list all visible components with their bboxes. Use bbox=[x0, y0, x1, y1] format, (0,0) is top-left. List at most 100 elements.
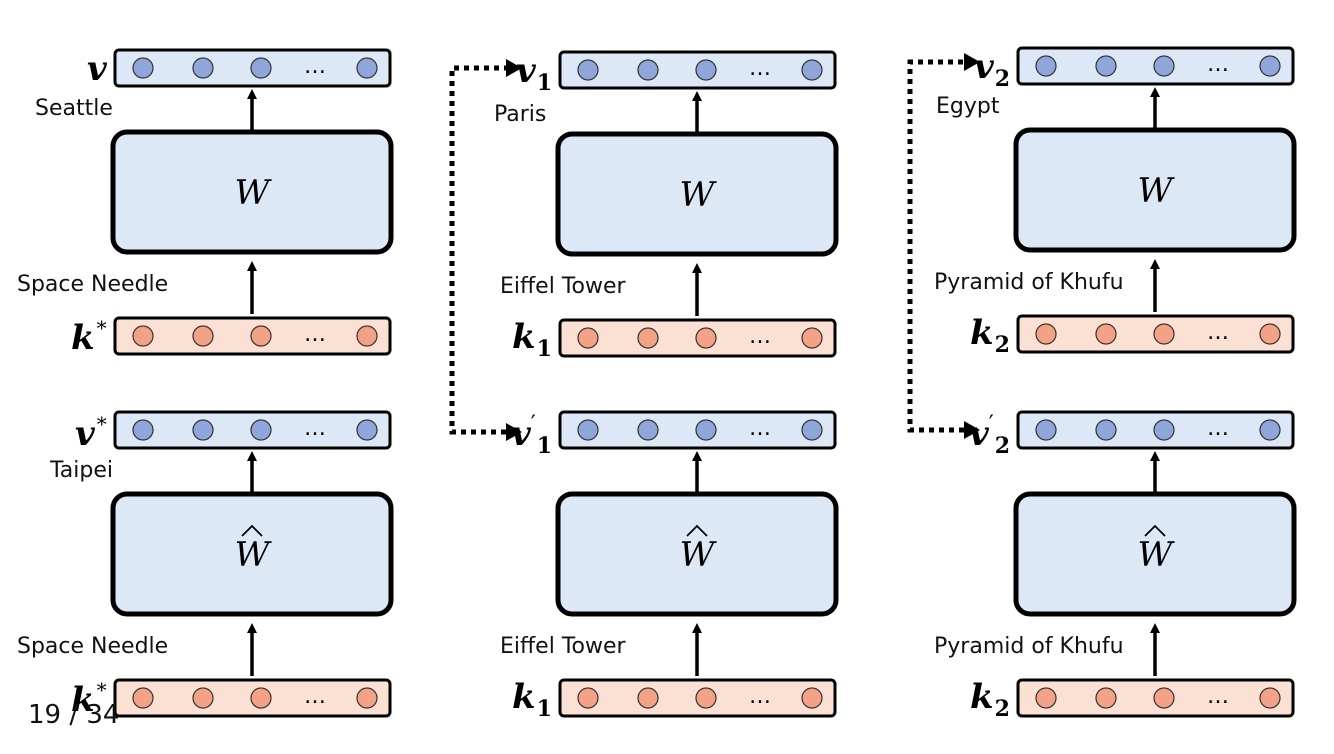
vector-dot bbox=[1153, 55, 1175, 77]
vector-dot bbox=[577, 687, 599, 709]
key-vector: … bbox=[1016, 314, 1295, 354]
ellipsis: … bbox=[304, 54, 326, 79]
vector-dot bbox=[695, 687, 717, 709]
vector-dot bbox=[577, 419, 599, 441]
value-symbol: v* bbox=[75, 412, 107, 454]
vector-dot bbox=[695, 327, 717, 349]
value-vector: … bbox=[1016, 410, 1295, 450]
ellipsis: … bbox=[1207, 416, 1229, 441]
value-vector: … bbox=[558, 410, 837, 450]
vector-dot bbox=[356, 419, 378, 441]
value-symbol: v2 bbox=[974, 47, 1011, 92]
vector-dot bbox=[1035, 55, 1057, 77]
value-label: Seattle bbox=[35, 96, 113, 121]
vector-dot bbox=[1153, 323, 1175, 345]
vector-dot bbox=[695, 59, 717, 81]
value-symbol: v1 bbox=[516, 51, 553, 96]
key-vector: … bbox=[1016, 678, 1295, 718]
vector-dot bbox=[801, 687, 823, 709]
vector-dot bbox=[1035, 323, 1057, 345]
value-label: Paris bbox=[494, 102, 547, 127]
key-symbol: k2 bbox=[970, 677, 1010, 722]
vector-dot bbox=[250, 325, 272, 347]
connector-arrowhead bbox=[506, 423, 522, 441]
key-vector: … bbox=[558, 678, 837, 718]
value-symbol: v′2 bbox=[969, 412, 1011, 459]
dotted-connector bbox=[449, 65, 506, 435]
key-vector: … bbox=[558, 318, 837, 358]
key-label: Eiffel Tower bbox=[500, 274, 626, 299]
edited-weight-matrix: W bbox=[1013, 491, 1297, 617]
weight-matrix: W bbox=[110, 129, 394, 255]
key-label: Pyramid of Khufu bbox=[934, 270, 1124, 295]
matrix-label: W bbox=[680, 175, 718, 215]
vector-dot bbox=[1153, 687, 1175, 709]
matrix-label: W bbox=[1138, 171, 1176, 211]
vector-dot bbox=[1035, 687, 1057, 709]
vector-dot bbox=[801, 419, 823, 441]
vector-dot bbox=[192, 419, 214, 441]
ellipsis: … bbox=[1207, 684, 1229, 709]
vector-dot bbox=[250, 687, 272, 709]
vector-dot bbox=[801, 327, 823, 349]
vector-dot bbox=[577, 59, 599, 81]
hat-accent bbox=[241, 524, 263, 537]
key-vector: … bbox=[113, 678, 392, 718]
hat-accent bbox=[1144, 524, 1166, 537]
weight-matrix: W bbox=[555, 131, 839, 257]
vector-dot bbox=[1259, 55, 1281, 77]
weight-matrix: W bbox=[1013, 127, 1297, 253]
hat-accent bbox=[686, 524, 708, 537]
vector-dot bbox=[132, 57, 154, 79]
value-vector: … bbox=[1016, 46, 1295, 86]
edited-weight-matrix: W bbox=[110, 491, 394, 617]
ellipsis: … bbox=[749, 324, 771, 349]
key-label: Space Needle bbox=[17, 272, 169, 297]
vector-dot bbox=[637, 327, 659, 349]
vector-dot bbox=[1259, 323, 1281, 345]
value-symbol: v bbox=[87, 49, 107, 89]
ellipsis: … bbox=[1207, 320, 1229, 345]
vector-dot bbox=[132, 325, 154, 347]
vector-dot bbox=[192, 325, 214, 347]
key-symbol: k1 bbox=[512, 317, 552, 362]
vector-dot bbox=[1259, 687, 1281, 709]
vector-dot bbox=[132, 419, 154, 441]
vector-dot bbox=[192, 687, 214, 709]
connector-arrowhead bbox=[964, 421, 980, 439]
vector-dot bbox=[356, 57, 378, 79]
edited-weight-matrix: W bbox=[555, 491, 839, 617]
value-vector: … bbox=[113, 410, 392, 450]
matrix-label: W bbox=[1138, 535, 1176, 575]
ellipsis: … bbox=[749, 684, 771, 709]
connector-arrowhead bbox=[964, 53, 980, 71]
key-symbol: k* bbox=[71, 678, 107, 720]
vector-dot bbox=[356, 325, 378, 347]
vector-dot bbox=[1095, 55, 1117, 77]
page-number: 19 / 34 bbox=[28, 700, 120, 730]
ellipsis: … bbox=[304, 684, 326, 709]
value-symbol: v′1 bbox=[511, 412, 553, 459]
ellipsis: … bbox=[304, 416, 326, 441]
key-symbol: k1 bbox=[512, 677, 552, 722]
vector-dot bbox=[1259, 419, 1281, 441]
value-label: Egypt bbox=[936, 94, 1000, 119]
matrix-label: W bbox=[680, 535, 718, 575]
value-vector: … bbox=[113, 48, 392, 88]
vector-dot bbox=[801, 59, 823, 81]
ellipsis: … bbox=[1207, 52, 1229, 77]
key-symbol: k2 bbox=[970, 313, 1010, 358]
matrix-label: W bbox=[235, 535, 273, 575]
key-label: Eiffel Tower bbox=[500, 634, 626, 659]
vector-dot bbox=[356, 687, 378, 709]
connector-arrowhead bbox=[506, 59, 522, 77]
ellipsis: … bbox=[749, 416, 771, 441]
key-vector: … bbox=[113, 316, 392, 356]
value-vector: … bbox=[558, 50, 837, 90]
ellipsis: … bbox=[304, 322, 326, 347]
vector-dot bbox=[637, 59, 659, 81]
value-label: Taipei bbox=[50, 458, 114, 483]
vector-dot bbox=[1035, 419, 1057, 441]
